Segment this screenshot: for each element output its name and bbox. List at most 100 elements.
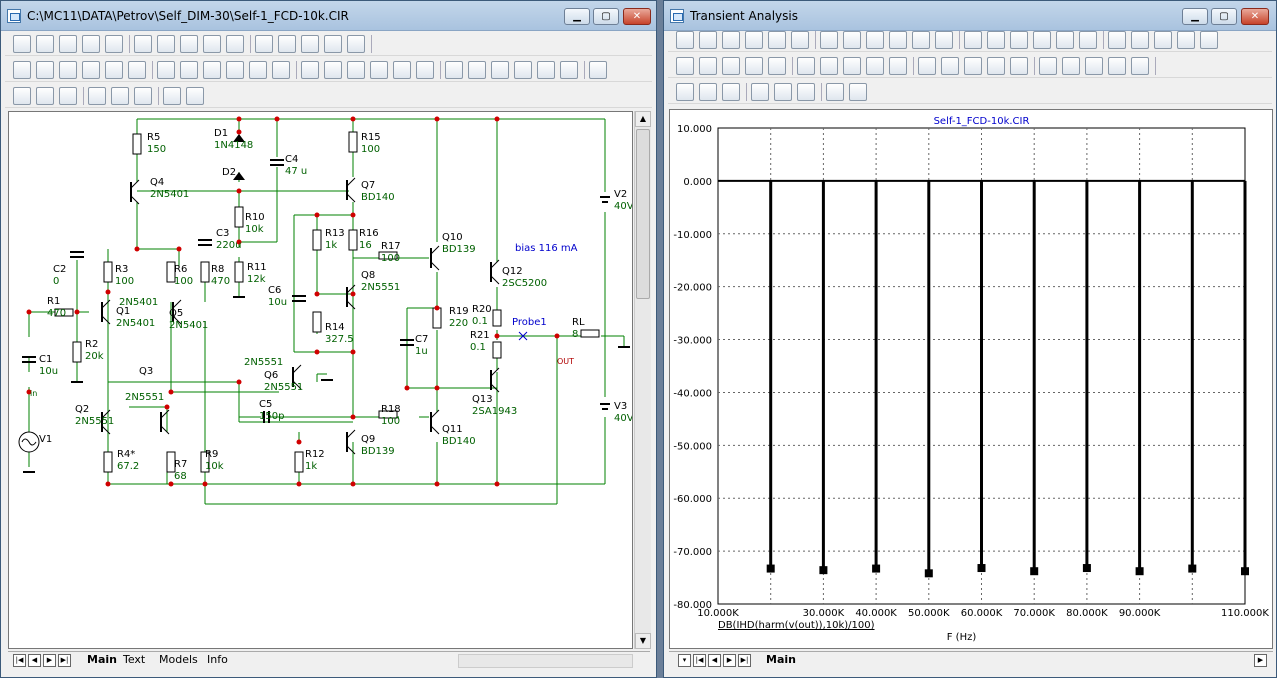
toolbar-icon[interactable] xyxy=(82,35,100,53)
toolbar-icon[interactable] xyxy=(820,31,838,49)
toolbar-icon[interactable] xyxy=(226,61,244,79)
toolbar-icon[interactable] xyxy=(180,35,198,53)
toolbar-icon[interactable] xyxy=(987,57,1005,75)
toolbar-icon[interactable] xyxy=(301,61,319,79)
toolbar-icon[interactable] xyxy=(105,61,123,79)
toolbar-icon[interactable] xyxy=(964,57,982,75)
toolbar-icon[interactable] xyxy=(59,61,77,79)
toolbar-icon[interactable] xyxy=(1033,31,1051,49)
toolbar-icon[interactable] xyxy=(589,61,607,79)
toolbar-icon[interactable] xyxy=(820,57,838,75)
toolbar-icon[interactable] xyxy=(88,87,106,105)
toolbar-icon[interactable] xyxy=(1177,31,1195,49)
close-button[interactable]: ✕ xyxy=(623,8,651,25)
toolbar-icon[interactable] xyxy=(13,61,31,79)
toolbar-icon[interactable] xyxy=(964,31,982,49)
toolbar-icon[interactable] xyxy=(1131,31,1149,49)
toolbar-icon[interactable] xyxy=(226,35,244,53)
toolbar-icon[interactable] xyxy=(157,35,175,53)
toolbar-icon[interactable] xyxy=(134,87,152,105)
toolbar-icon[interactable] xyxy=(278,35,296,53)
toolbar-icon[interactable] xyxy=(676,83,694,101)
toolbar-icon[interactable] xyxy=(1108,57,1126,75)
schematic-hscroll[interactable] xyxy=(458,654,633,668)
toolbar-icon[interactable] xyxy=(699,83,717,101)
toolbar-icon[interactable] xyxy=(699,31,717,49)
toolbar-icon[interactable] xyxy=(1010,57,1028,75)
toolbar-icon[interactable] xyxy=(1108,31,1126,49)
tab-models[interactable]: Models xyxy=(159,653,198,666)
tab-main[interactable]: Main xyxy=(87,653,117,666)
toolbar-icon[interactable] xyxy=(889,57,907,75)
toolbar-icon[interactable] xyxy=(163,87,181,105)
toolbar-icon[interactable] xyxy=(36,61,54,79)
tab-next-button[interactable]: ▶ xyxy=(43,654,56,667)
analysis-tab-next[interactable]: ▶ xyxy=(723,654,736,667)
toolbar-icon[interactable] xyxy=(445,61,463,79)
toolbar-icon[interactable] xyxy=(935,31,953,49)
toolbar-icon[interactable] xyxy=(180,61,198,79)
toolbar-icon[interactable] xyxy=(722,83,740,101)
analysis-tab-prev[interactable]: ◀ xyxy=(708,654,721,667)
analysis-titlebar[interactable]: Transient Analysis ▁ ▢ ✕ xyxy=(664,1,1276,31)
tab-text[interactable]: Text xyxy=(123,653,146,666)
toolbar-icon[interactable] xyxy=(203,61,221,79)
tab-last-button[interactable]: ▶| xyxy=(58,654,71,667)
toolbar-icon[interactable] xyxy=(791,31,809,49)
toolbar-icon[interactable] xyxy=(59,35,77,53)
toolbar-icon[interactable] xyxy=(393,61,411,79)
toolbar-icon[interactable] xyxy=(13,35,31,53)
analysis-tab-main[interactable]: Main xyxy=(766,653,796,666)
analysis-close-button[interactable]: ✕ xyxy=(1241,8,1269,25)
toolbar-icon[interactable] xyxy=(249,61,267,79)
analysis-tab-dropdown[interactable]: ▾ xyxy=(678,654,691,667)
toolbar-icon[interactable] xyxy=(203,35,221,53)
toolbar-icon[interactable] xyxy=(255,35,273,53)
toolbar-icon[interactable] xyxy=(272,61,290,79)
toolbar-icon[interactable] xyxy=(849,83,867,101)
harmonic-distortion-chart[interactable]: 10.0000.000-10.000-20.000-30.000-40.000-… xyxy=(670,110,1273,649)
toolbar-icon[interactable] xyxy=(537,61,555,79)
toolbar-icon[interactable] xyxy=(797,57,815,75)
toolbar-icon[interactable] xyxy=(1079,31,1097,49)
toolbar-icon[interactable] xyxy=(13,87,31,105)
toolbar-icon[interactable] xyxy=(1039,57,1057,75)
toolbar-icon[interactable] xyxy=(797,83,815,101)
toolbar-icon[interactable] xyxy=(560,61,578,79)
analysis-maximize-button[interactable]: ▢ xyxy=(1211,8,1237,25)
tab-first-button[interactable]: |◀ xyxy=(13,654,26,667)
toolbar-icon[interactable] xyxy=(1154,31,1172,49)
toolbar-icon[interactable] xyxy=(722,57,740,75)
toolbar-icon[interactable] xyxy=(36,35,54,53)
toolbar-icon[interactable] xyxy=(59,87,77,105)
scroll-up-button[interactable]: ▲ xyxy=(635,111,651,127)
toolbar-icon[interactable] xyxy=(370,61,388,79)
toolbar-icon[interactable] xyxy=(324,61,342,79)
toolbar-icon[interactable] xyxy=(918,57,936,75)
toolbar-icon[interactable] xyxy=(722,31,740,49)
toolbar-icon[interactable] xyxy=(699,57,717,75)
toolbar-icon[interactable] xyxy=(514,61,532,79)
scroll-thumb[interactable] xyxy=(636,129,650,299)
toolbar-icon[interactable] xyxy=(416,61,434,79)
toolbar-icon[interactable] xyxy=(347,35,365,53)
toolbar-icon[interactable] xyxy=(912,31,930,49)
toolbar-icon[interactable] xyxy=(1010,31,1028,49)
toolbar-icon[interactable] xyxy=(1200,31,1218,49)
toolbar-icon[interactable] xyxy=(987,31,1005,49)
toolbar-icon[interactable] xyxy=(82,61,100,79)
tab-prev-button[interactable]: ◀ xyxy=(28,654,41,667)
toolbar-icon[interactable] xyxy=(468,61,486,79)
toolbar-icon[interactable] xyxy=(1131,57,1149,75)
scroll-down-button[interactable]: ▼ xyxy=(635,633,651,649)
toolbar-icon[interactable] xyxy=(826,83,844,101)
toolbar-icon[interactable] xyxy=(774,83,792,101)
analysis-minimize-button[interactable]: ▁ xyxy=(1182,8,1208,25)
toolbar-icon[interactable] xyxy=(111,87,129,105)
toolbar-icon[interactable] xyxy=(186,87,204,105)
toolbar-icon[interactable] xyxy=(301,35,319,53)
schematic-titlebar[interactable]: C:\MC11\DATA\Petrov\Self_DIM-30\Self-1_F… xyxy=(1,1,656,31)
toolbar-icon[interactable] xyxy=(157,61,175,79)
toolbar-icon[interactable] xyxy=(745,57,763,75)
toolbar-icon[interactable] xyxy=(843,31,861,49)
